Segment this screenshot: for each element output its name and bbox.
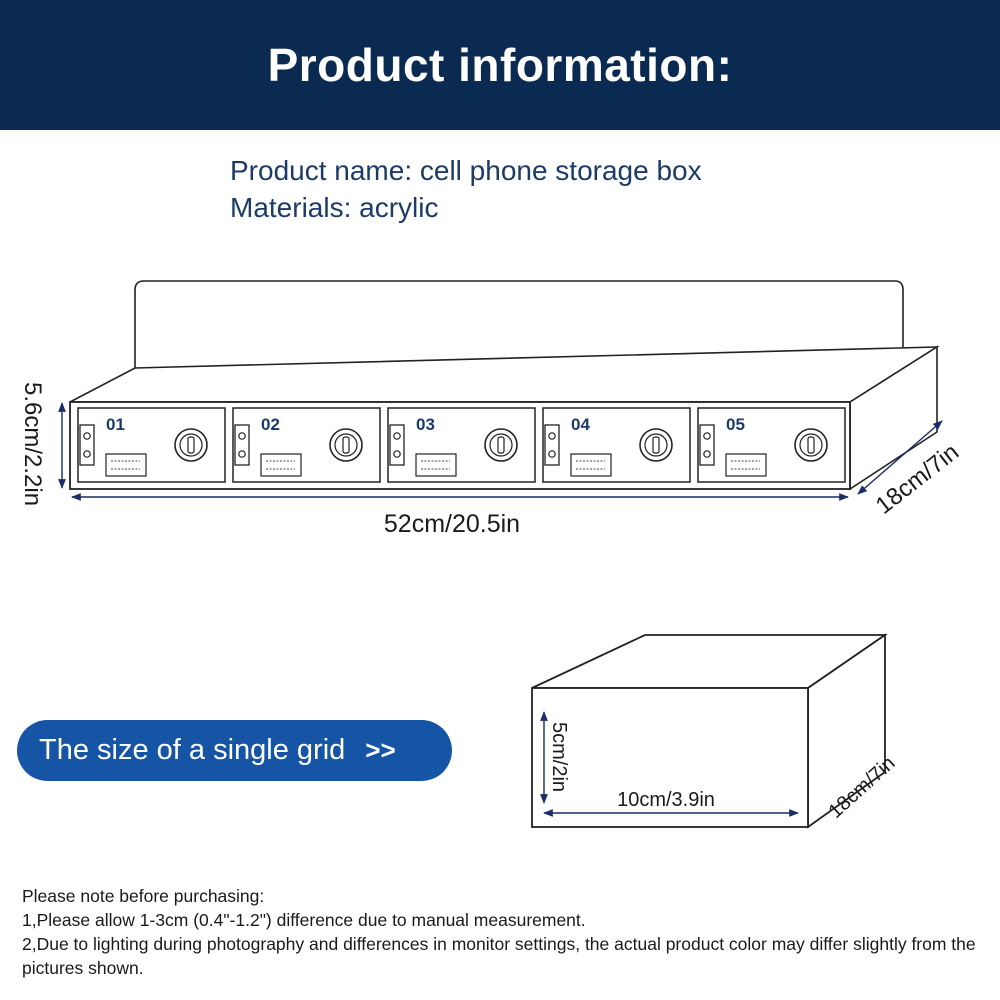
single-grid-label: The size of a single grid — [39, 734, 346, 766]
hinge-screw-icon — [703, 432, 711, 440]
hinge-screw-icon — [548, 450, 556, 458]
drawer-02: 02 — [232, 407, 381, 483]
grid-front-face — [531, 687, 809, 828]
grid-height-label: 5cm/2in — [548, 722, 570, 792]
hinge-icon — [389, 424, 405, 466]
drawer-number: 04 — [571, 415, 590, 434]
name-card — [260, 453, 302, 477]
key-slot — [342, 436, 350, 454]
hinge-screw-icon — [548, 432, 556, 440]
hinge-screw-icon — [393, 432, 401, 440]
box-height-label: 5.6cm/2.2in — [19, 382, 46, 506]
hinge-screw-icon — [238, 450, 246, 458]
double-chevron-right-icon: >> — [365, 735, 396, 765]
note-line-2: 2,Due to lighting during photography and… — [22, 934, 976, 978]
hinge-screw-icon — [83, 450, 91, 458]
drawer-number: 01 — [106, 415, 125, 434]
single-grid-button[interactable]: The size of a single grid >> — [17, 720, 452, 781]
drawer-number: 05 — [726, 415, 745, 434]
page-title: Product information: — [267, 39, 733, 91]
hinge-icon — [699, 424, 715, 466]
key-slot — [497, 436, 505, 454]
drawer-01: 01 — [77, 407, 226, 483]
note-line-1: 1,Please allow 1-3cm (0.4"-1.2") differe… — [22, 910, 586, 930]
depth-dimension-arrow — [857, 420, 943, 495]
product-name: Product name: cell phone storage box — [230, 155, 702, 186]
grid-width-label: 10cm/3.9in — [617, 789, 715, 811]
drawer-05: 05 — [697, 407, 846, 483]
name-card — [105, 453, 147, 477]
header-banner: Product information: — [0, 0, 1000, 130]
hinge-icon — [79, 424, 95, 466]
hinge-screw-icon — [703, 450, 711, 458]
purchase-note: Please note before purchasing: 1,Please … — [22, 884, 982, 980]
drawer-group: 01 02 03 04 05 — [77, 407, 846, 483]
key-slot — [187, 436, 195, 454]
drawer-number: 03 — [416, 415, 435, 434]
back-panel — [134, 280, 904, 370]
product-info: Product name: cell phone storage box Mat… — [230, 152, 702, 226]
hinge-screw-icon — [393, 450, 401, 458]
key-slot — [652, 436, 660, 454]
name-card — [570, 453, 612, 477]
drawer-04: 04 — [542, 407, 691, 483]
name-card — [725, 453, 767, 477]
hinge-icon — [544, 424, 560, 466]
box-width-label: 52cm/20.5in — [384, 510, 520, 538]
hinge-screw-icon — [83, 432, 91, 440]
key-slot — [807, 436, 815, 454]
hinge-screw-icon — [238, 432, 246, 440]
drawer-03: 03 — [387, 407, 536, 483]
hinge-icon — [234, 424, 250, 466]
product-materials: Materials: acrylic — [230, 192, 439, 223]
name-card — [415, 453, 457, 477]
note-title: Please note before purchasing: — [22, 886, 265, 906]
drawer-number: 02 — [261, 415, 280, 434]
